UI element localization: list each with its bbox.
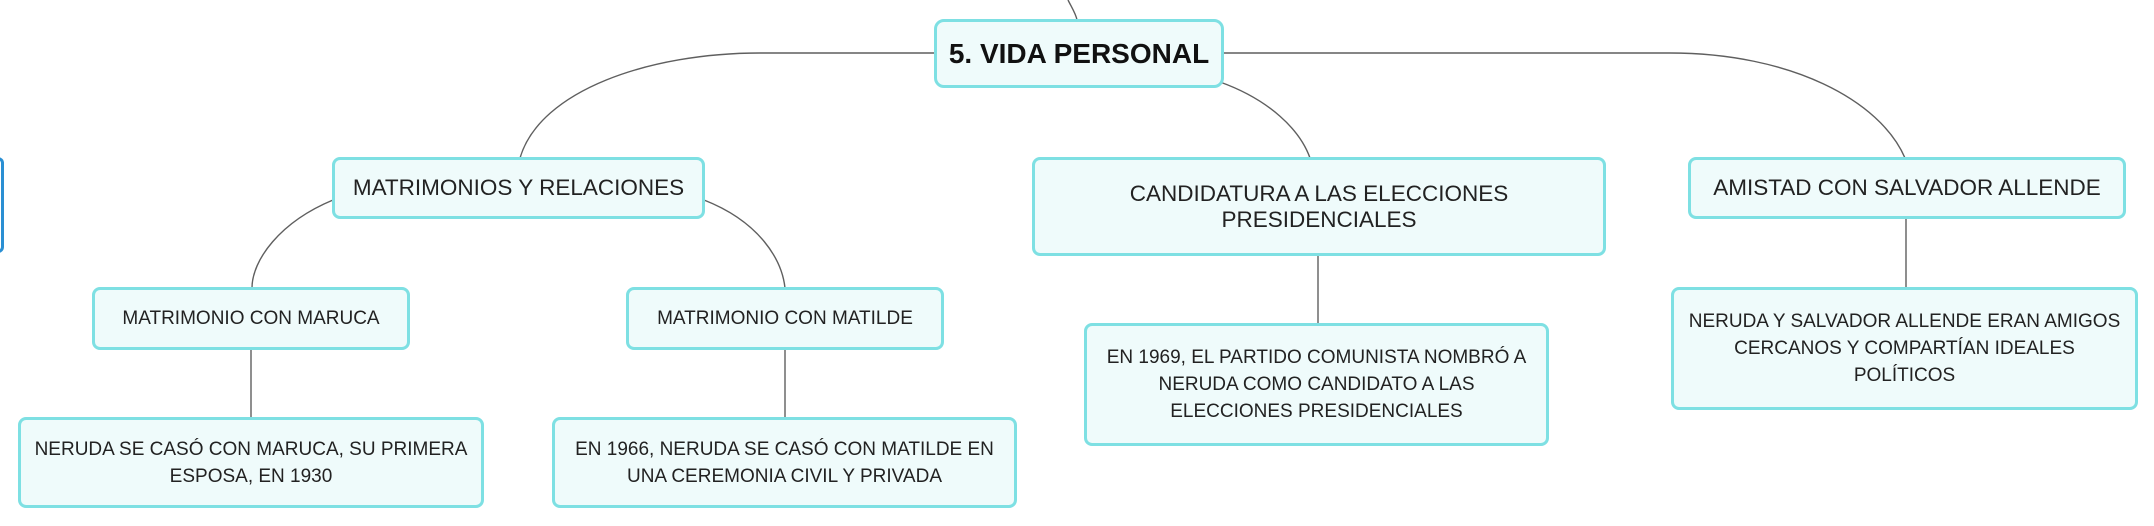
detail-candidatura[interactable]: EN 1969, EL PARTIDO COMUNISTA NOMBRÓ A N… — [1084, 323, 1549, 446]
branch-matrimonios[interactable]: MATRIMONIOS Y RELACIONES — [332, 157, 705, 219]
detail-amistad-text: NERUDA Y SALVADOR ALLENDE ERAN AMIGOS CE… — [1688, 311, 2121, 386]
connector-root-to-candidatura — [1219, 81, 1311, 159]
branch-amistad[interactable]: AMISTAD CON SALVADOR ALLENDE — [1688, 157, 2126, 219]
detail-amistad[interactable]: NERUDA Y SALVADOR ALLENDE ERAN AMIGOS CE… — [1671, 287, 2138, 410]
branch-candidatura-label: CANDIDATURA A LAS ELECCIONES PRESIDENCIA… — [1129, 180, 1509, 232]
detail-candidatura-text: EN 1969, EL PARTIDO COMUNISTA NOMBRÓ A N… — [1106, 347, 1527, 422]
detail-maruca-text: NERUDA SE CASÓ CON MARUCA, SU PRIMERA ES… — [34, 438, 468, 487]
connector-root-to-matrimonios — [519, 52, 935, 159]
root-node[interactable]: 5. VIDA PERSONAL — [934, 19, 1224, 88]
connector-matrimonios-to-matilde — [703, 199, 786, 289]
detail-matilde[interactable]: EN 1966, NERUDA SE CASÓ CON MATILDE EN U… — [552, 417, 1017, 508]
subbranch-maruca-label: MATRIMONIO CON MARUCA — [122, 307, 380, 329]
connector-root-to-amistad — [1222, 52, 1906, 159]
branch-amistad-label: AMISTAD CON SALVADOR ALLENDE — [1713, 175, 2101, 200]
connector-matrimonios-to-maruca — [251, 199, 334, 289]
detail-maruca[interactable]: NERUDA SE CASÓ CON MARUCA, SU PRIMERA ES… — [18, 417, 484, 508]
subbranch-maruca[interactable]: MATRIMONIO CON MARUCA — [92, 287, 410, 350]
subbranch-matilde[interactable]: MATRIMONIO CON MATILDE — [626, 287, 944, 350]
root-node-label: 5. VIDA PERSONAL — [948, 37, 1210, 69]
subbranch-matilde-label: MATRIMONIO CON MATILDE — [657, 307, 913, 329]
branch-matrimonios-label: MATRIMONIOS Y RELACIONES — [352, 175, 685, 200]
connector-parent-to-root — [1067, 0, 1078, 21]
branch-candidatura[interactable]: CANDIDATURA A LAS ELECCIONES PRESIDENCIA… — [1032, 157, 1606, 256]
detail-matilde-text: EN 1966, NERUDA SE CASÓ CON MATILDE EN U… — [575, 438, 994, 487]
offscreen-node-edge — [0, 157, 4, 253]
